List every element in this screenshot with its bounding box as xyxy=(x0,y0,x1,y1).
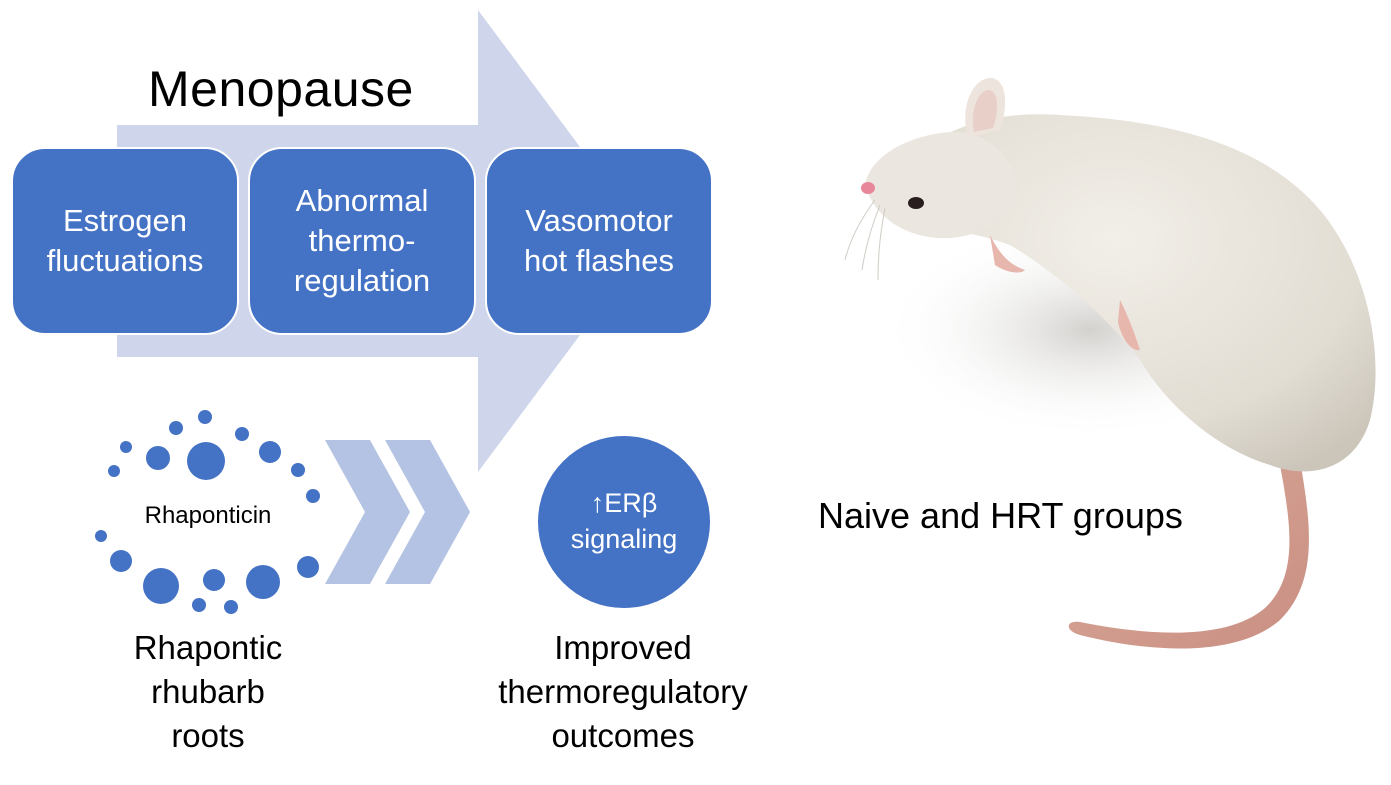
rat-groups-caption: Naive and HRT groups xyxy=(818,495,1183,536)
er-beta-signaling-circle: ↑ERβ signaling xyxy=(538,436,710,608)
rhaponticin-label: Rhaponticin xyxy=(144,502,272,529)
step-label-thermoregulation: Abnormal thermo- regulation xyxy=(293,182,431,299)
step-box-hot-flashes: Vasomotor hot flashes xyxy=(485,147,713,335)
menopause-title: Menopause xyxy=(148,61,414,117)
step-label-estrogen: Estrogen fluctuations xyxy=(46,202,204,278)
double-chevron-icon xyxy=(325,440,470,584)
step-box-estrogen: Estrogen fluctuations xyxy=(11,147,239,335)
step-box-thermoregulation: Abnormal thermo- regulation xyxy=(248,147,476,335)
rat-icon xyxy=(844,77,1376,649)
improved-outcomes-label: Improved thermoregulatory outcomes xyxy=(498,629,748,754)
rhaponticin-dots-icon xyxy=(95,410,320,614)
step-label-hot-flashes: Vasomotor hot flashes xyxy=(524,202,674,278)
er-beta-signaling-label: ↑ERβ signaling xyxy=(570,488,678,554)
rhubarb-roots-label: Rhapontic rhubarb roots xyxy=(133,629,283,754)
